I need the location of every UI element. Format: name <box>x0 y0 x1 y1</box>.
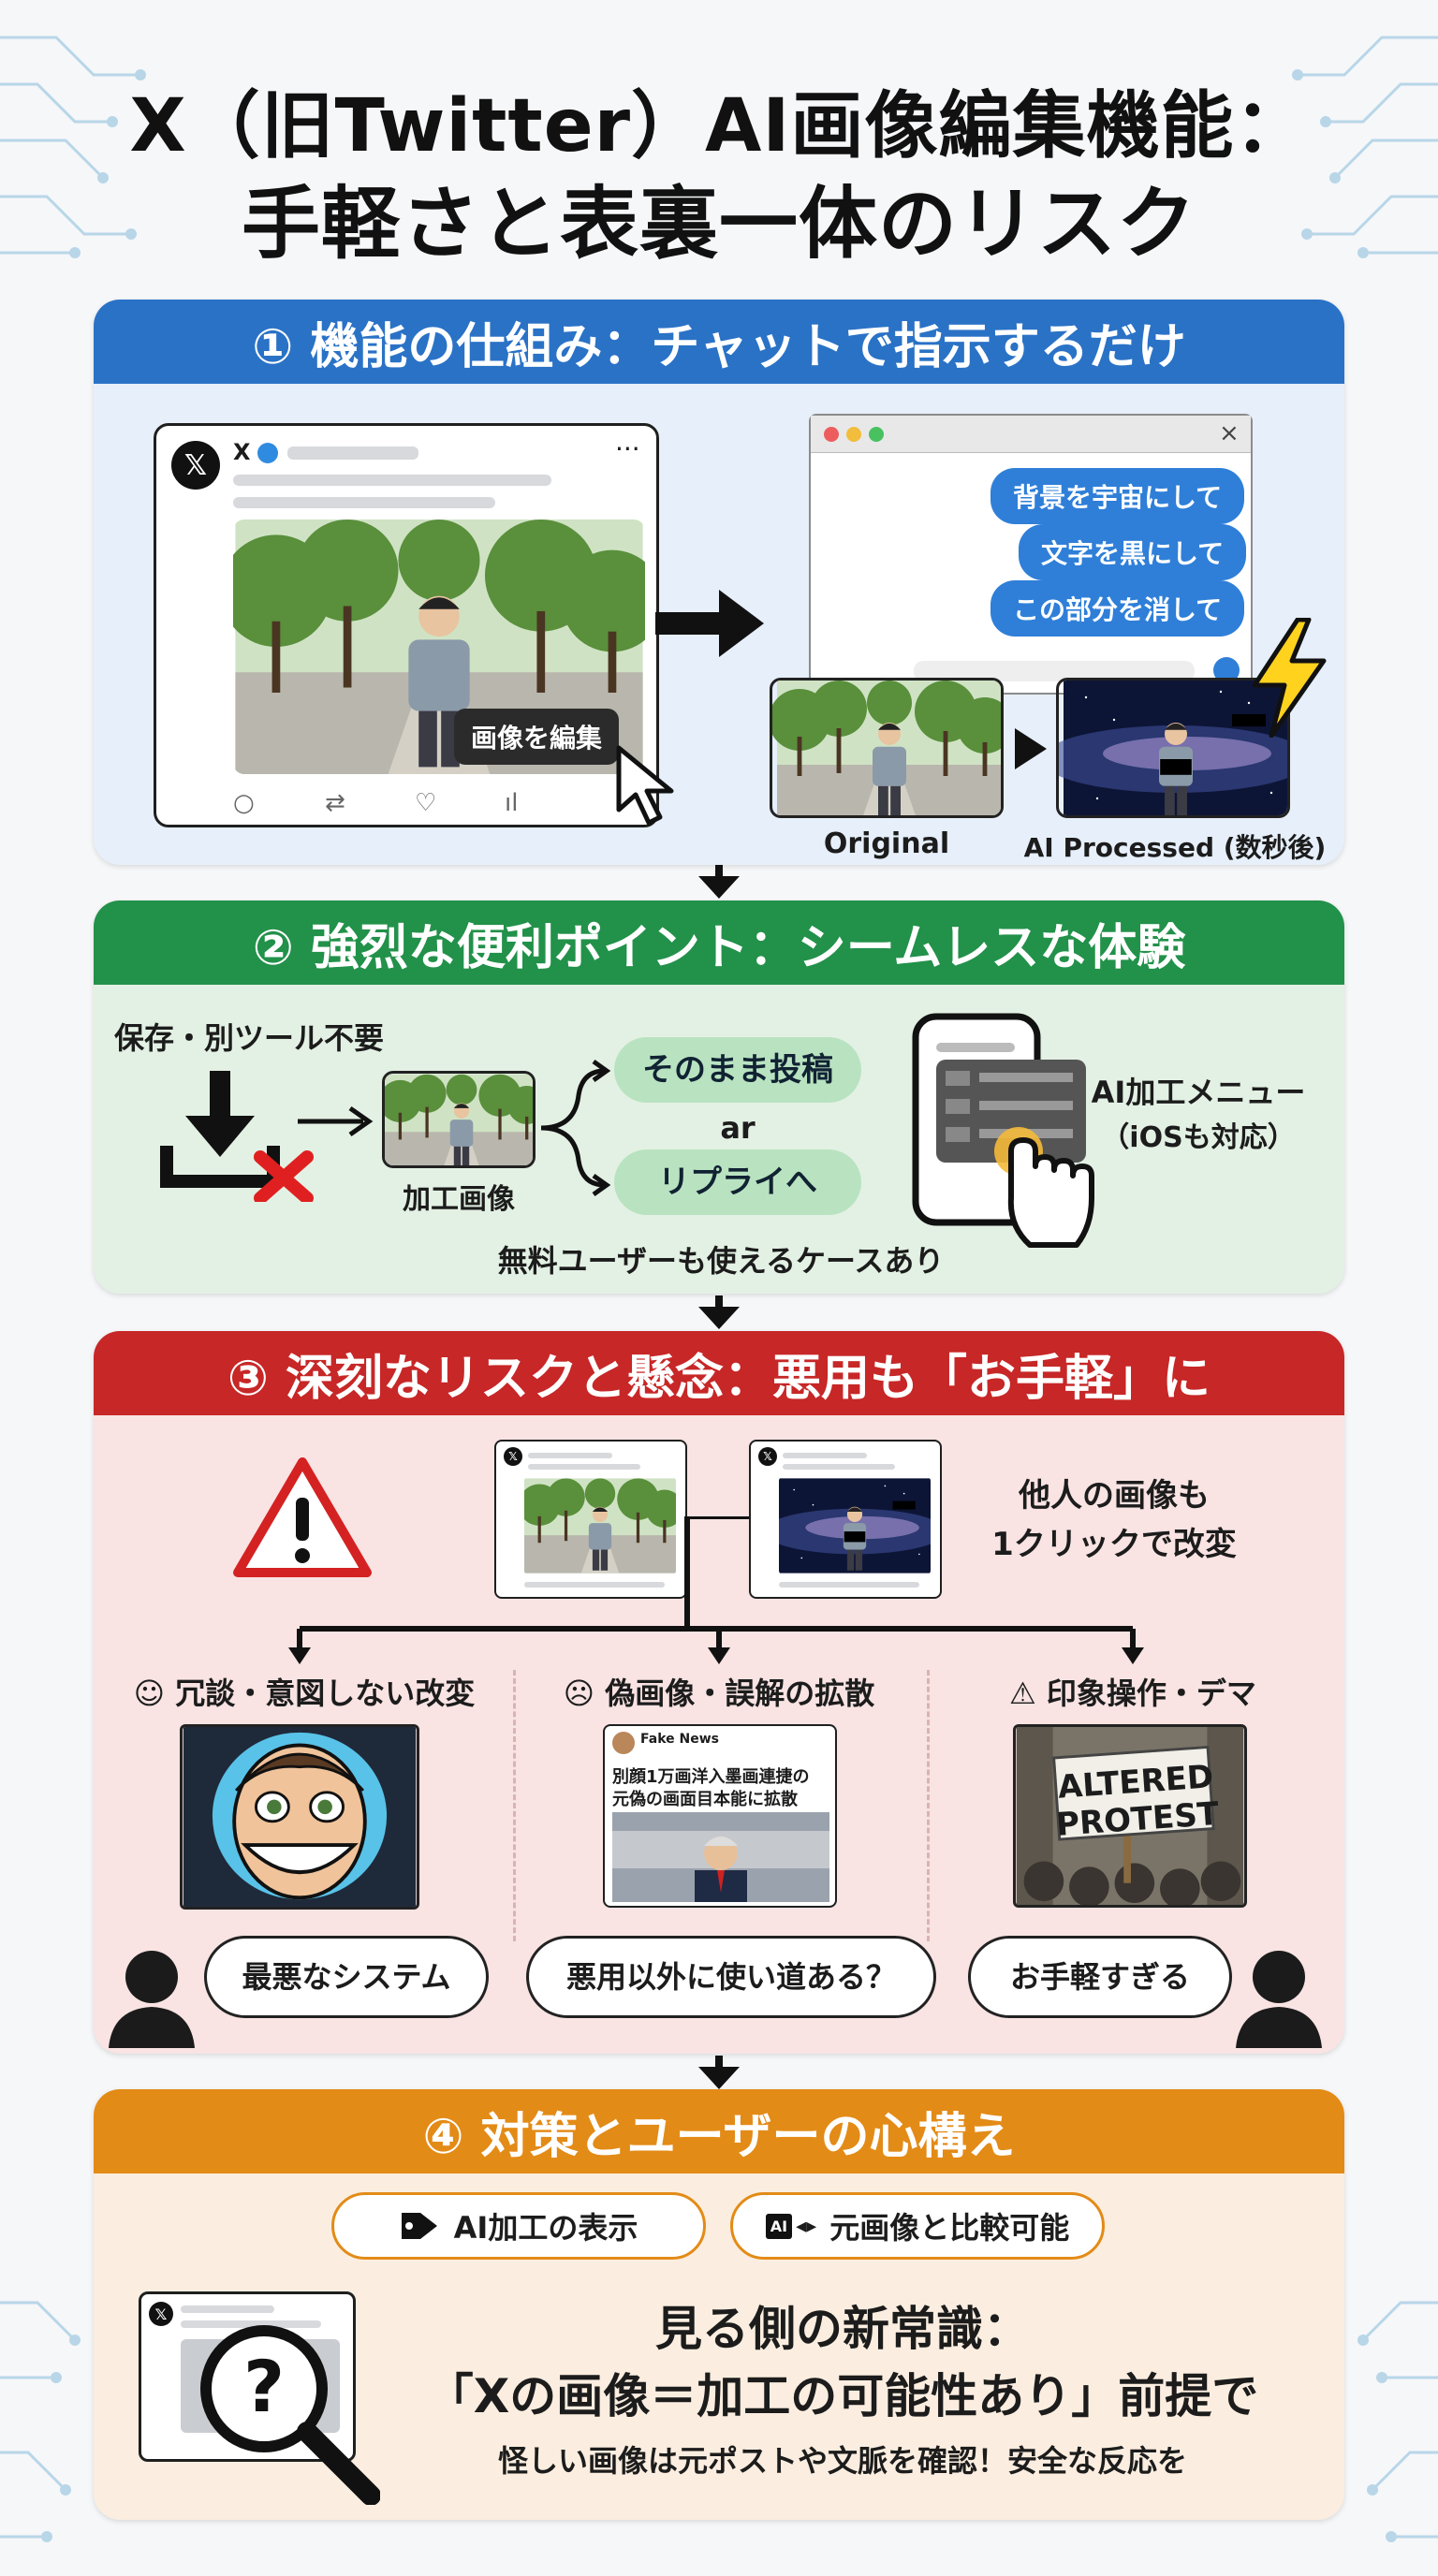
risk-connector-lines <box>288 1516 1144 1664</box>
ai-menu-label-line1: AI加工メニュー <box>1091 1075 1306 1110</box>
section2-heading: ② 強烈な便利ポイント：シームレスな体験 <box>94 900 1344 985</box>
section1-heading: ① 機能の仕組み：チャットで指示するだけ <box>94 300 1344 384</box>
cursor-icon <box>616 745 674 826</box>
right-arrow-icon <box>655 590 764 657</box>
fake-headline-line2: 元偽の画面目本能に拡散 <box>612 1790 798 1809</box>
small-right-arrow-icon <box>1015 728 1047 769</box>
free-users-note: 無料ユーザーも使えるケースあり <box>497 1243 945 1279</box>
svg-text:?: ? <box>243 2345 285 2428</box>
reply-option[interactable]: リプライへ <box>614 1149 861 1215</box>
warning-triangle-icon <box>233 1457 372 1577</box>
advice-statement: 怪しい画像は元ポストや文脈を確認！安全な反応を <box>497 2443 1187 2479</box>
person-silhouette-right-icon <box>1236 1951 1322 2048</box>
stats-icon[interactable]: ıl <box>505 789 519 817</box>
avatar <box>612 1732 635 1754</box>
more-options-icon[interactable]: ··· <box>615 433 640 464</box>
post-directly-option[interactable]: そのまま投稿 <box>614 1037 861 1103</box>
original-caption: Original <box>823 827 950 860</box>
section-risks: ③ 深刻なリスクと懸念：悪用も「お手軽」に <box>94 1331 1344 2054</box>
or-label: ar <box>720 1110 756 1146</box>
page-title-line1: X（旧Twitter）AI画像編集機能： <box>129 84 1309 168</box>
altered-protest-image <box>1013 1724 1247 1908</box>
circuit-decoration-top-right <box>1292 36 1438 258</box>
ai-label-text: AI加工の表示 <box>453 2210 638 2246</box>
risk-fake-label: ☹ 偽画像・誤解の拡散 <box>563 1676 875 1711</box>
mini-post-altered: 𝕏 <box>749 1440 942 1599</box>
processed-label: 加工画像 <box>403 1183 515 1216</box>
new-common-sense: 見る側の新常識： <box>655 2302 1030 2356</box>
down-arrow-icon-3 <box>698 2056 740 2089</box>
post-username: X <box>233 439 251 465</box>
lightning-icon <box>1252 618 1327 738</box>
ai-compare-icon: AI ◂▸ <box>765 2213 816 2239</box>
fake-news-post: Fake News 別顔1万画洋入墨画連捷の 元偽の画面目本能に拡散 <box>603 1724 837 1908</box>
down-arrow-icon-2 <box>698 1295 740 1329</box>
chat-message-3: この部分を消して <box>990 580 1245 637</box>
alter-note-line2: 1クリックで改変 <box>991 1526 1237 1563</box>
window-maximize-dot-icon[interactable] <box>869 427 884 442</box>
chat-window: × 背景を宇宙にして 文字を黒にして この部分を消して <box>809 414 1253 695</box>
premise-statement: 「Xの画像＝加工の可能性あり」前提で <box>426 2369 1259 2423</box>
ai-label-tag: AI加工の表示 <box>331 2192 706 2260</box>
quote-worst-system: 最悪なシステム <box>204 1936 489 2018</box>
original-image <box>770 678 1004 818</box>
compare-original-text: 元画像と比較可能 <box>829 2210 1070 2246</box>
quote-any-use: 悪用以外に使い道ある？ <box>526 1936 936 2018</box>
page-title-line2: 手軽さと表裏一体のリスク <box>241 178 1196 270</box>
risk-manipulation-label: ⚠ 印象操作・デマ <box>1009 1676 1256 1711</box>
mini-post-original: 𝕏 <box>494 1440 687 1599</box>
exaggerated-face-image <box>180 1724 419 1910</box>
section4-heading: ④ 対策とユーザーの心構え <box>94 2089 1344 2174</box>
window-close-dot-icon[interactable] <box>824 427 839 442</box>
reply-icon[interactable]: ○ <box>233 789 255 817</box>
fake-news-photo <box>612 1812 829 1902</box>
magnifier-question-icon: ? <box>200 2325 380 2505</box>
post-card: 𝕏 X ··· 画像を編集 ○ ⇄ ♡ ıl <box>154 423 674 827</box>
fake-headline-line1: 別顔1万画洋入墨画連捷の <box>612 1767 810 1787</box>
repost-icon[interactable]: ⇄ <box>325 789 345 817</box>
quote-too-easy: お手軽すぎる <box>968 1936 1232 2018</box>
chat-input[interactable] <box>914 661 1195 681</box>
close-icon[interactable]: × <box>1219 419 1240 447</box>
circuit-decoration-bottom-left <box>0 2301 81 2542</box>
alter-note-line1: 他人の画像も <box>1019 1477 1210 1515</box>
no-save-label: 保存・別ツール不要 <box>114 1020 385 1056</box>
arrow-to-processed-icon <box>298 1105 374 1137</box>
chat-message-2: 文字を黒にして <box>1019 524 1247 580</box>
down-arrow-icon-1 <box>698 865 740 899</box>
window-minimize-dot-icon[interactable] <box>846 427 861 442</box>
risk-joke-label: ☺ 冗談・意図しない改変 <box>133 1676 476 1711</box>
fake-news-account: Fake News <box>640 1732 719 1747</box>
chat-message-1: 背景を宇宙にして <box>990 468 1245 524</box>
tag-icon <box>401 2213 437 2239</box>
processed-caption: AI Processed (数秒後) <box>1023 832 1327 863</box>
edit-image-button[interactable]: 画像を編集 <box>454 709 620 765</box>
section3-heading: ③ 深刻なリスクと懸念：悪用も「お手軽」に <box>94 1331 1344 1415</box>
phone-ai-menu-icon <box>912 1013 1094 1248</box>
processed-image <box>1056 678 1290 818</box>
x-logo-icon: 𝕏 <box>171 441 220 490</box>
compare-original-tag: AI ◂▸ 元画像と比較可能 <box>730 2192 1105 2260</box>
verified-badge-icon <box>257 443 278 463</box>
like-icon[interactable]: ♡ <box>415 789 437 817</box>
branch-arrows-icon <box>540 1059 611 1197</box>
section-countermeasures: ④ 対策とユーザーの心構え <box>94 2089 1344 2520</box>
circuit-decoration-bottom-right <box>1357 2301 1438 2542</box>
circuit-decoration-top-left <box>0 36 146 258</box>
person-silhouette-left-icon <box>109 1951 195 2048</box>
ai-menu-label-line2: （iOSも対応） <box>1101 1121 1296 1154</box>
processed-thumbnail <box>382 1071 536 1168</box>
download-crossed-icon <box>160 1071 314 1202</box>
